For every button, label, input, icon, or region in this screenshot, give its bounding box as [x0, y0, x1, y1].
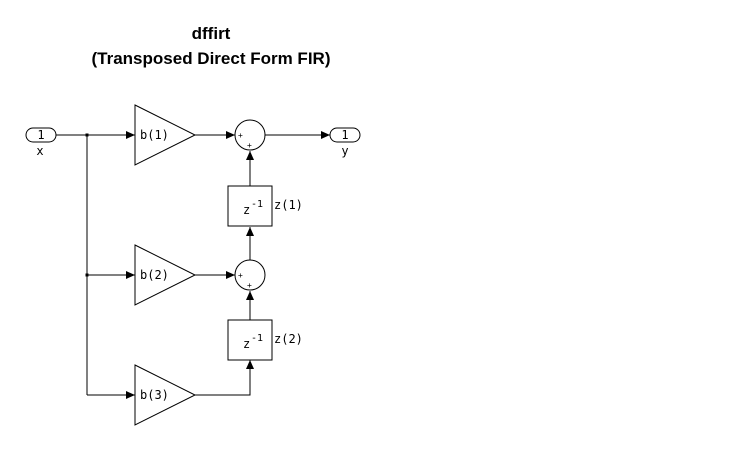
input-port-number: 1 [37, 128, 44, 142]
delay-block-z2[interactable]: z -1 [227, 319, 273, 361]
sum-1-sign-bottom: + [247, 141, 252, 150]
diagram-subtitle: (Transposed Direct Form FIR) [92, 49, 331, 68]
output-port[interactable]: 1 [329, 127, 361, 143]
delay-2-label: z(2) [274, 332, 303, 346]
forward-path-wires [195, 131, 330, 396]
gain-block-b3[interactable]: b(3) [134, 364, 197, 426]
delay-1-label: z(1) [274, 198, 303, 212]
sum-1-sign-left: + [238, 131, 243, 140]
sum-block-2[interactable]: + + [234, 259, 266, 291]
input-port[interactable]: 1 [25, 127, 57, 143]
gain-label-b1: b(1) [140, 128, 169, 142]
delay-block-z1[interactable]: z -1 [227, 185, 273, 227]
delay-1-exponent: -1 [251, 199, 263, 210]
gain-block-b1[interactable]: b(1) [134, 104, 197, 166]
diagram-title: dffirt [192, 24, 231, 43]
gain-label-b3: b(3) [140, 388, 169, 402]
sum-2-sign-left: + [238, 271, 243, 280]
delay-1-base: z [243, 203, 250, 217]
gain-label-b2: b(2) [140, 268, 169, 282]
output-port-number: 1 [341, 128, 348, 142]
input-signal-wires [56, 131, 135, 399]
delay-2-exponent: -1 [251, 333, 263, 344]
sum-2-sign-bottom: + [247, 281, 252, 290]
input-port-name: x [36, 144, 43, 158]
delay-2-base: z [243, 337, 250, 351]
sum-block-1[interactable]: + + [234, 119, 266, 151]
output-port-name: y [341, 144, 348, 158]
gain-block-b2[interactable]: b(2) [134, 244, 197, 306]
